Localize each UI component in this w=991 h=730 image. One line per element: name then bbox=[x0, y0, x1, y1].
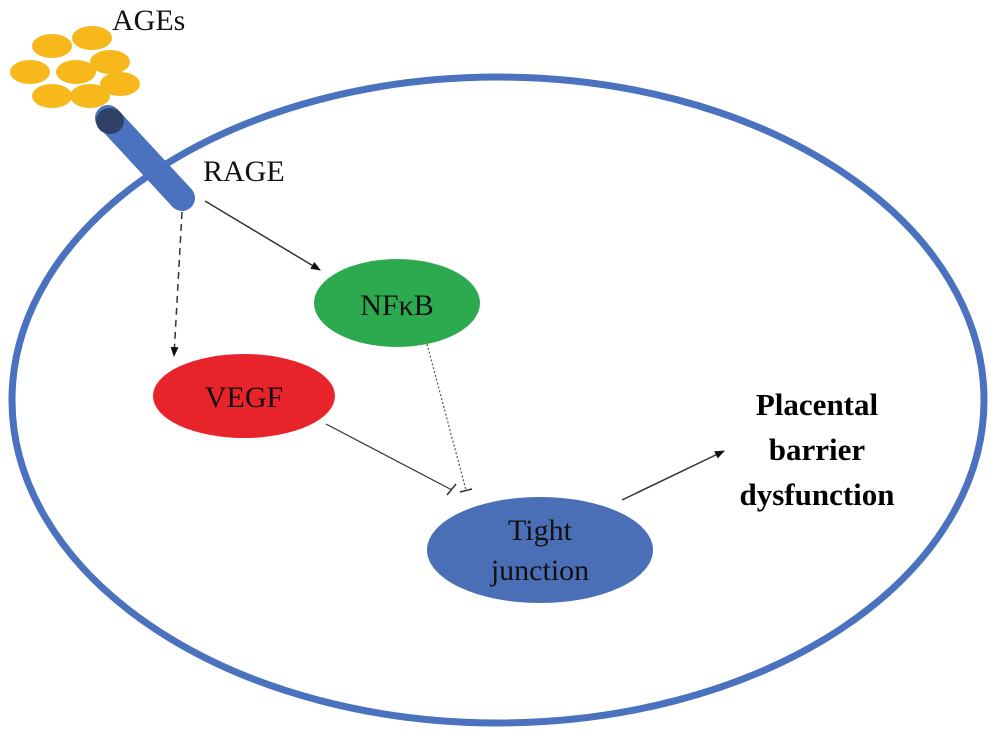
rage-label: RAGE bbox=[203, 155, 285, 188]
outcome-label-line1: Placental bbox=[756, 387, 879, 422]
tight-junction-label-line1: Tight bbox=[508, 514, 573, 547]
outcome-label: Placental barrier dysfunction bbox=[739, 387, 894, 512]
rage-receptor-cap bbox=[96, 108, 124, 134]
arrow-rage-to-vegf bbox=[170, 211, 183, 357]
nfkb-label: NFκB bbox=[360, 289, 433, 322]
inhibit-vegf-to-tight-junction bbox=[325, 423, 453, 491]
nfkb-node bbox=[314, 259, 480, 347]
ages-particle bbox=[70, 84, 110, 108]
vegf-node bbox=[153, 354, 335, 438]
arrow-tight-junction-to-outcome bbox=[621, 450, 725, 501]
ages-particle bbox=[100, 72, 140, 96]
tight-junction-label-line2: junction bbox=[490, 554, 589, 587]
ages-label: AGEs bbox=[112, 4, 185, 37]
ages-particle bbox=[32, 84, 72, 108]
outcome-label-line2: barrier bbox=[769, 432, 866, 467]
ages-particle bbox=[56, 60, 96, 84]
outcome-label-line3: dysfunction bbox=[739, 477, 894, 512]
inhibit-nfkb-to-tight-junction bbox=[426, 343, 467, 491]
inhibit-bar-nfkb bbox=[459, 488, 473, 493]
rage-receptor-body bbox=[95, 105, 195, 211]
ages-cluster bbox=[10, 26, 140, 108]
cell-membrane bbox=[8, 73, 988, 727]
vegf-label: VEGF bbox=[205, 381, 283, 414]
ages-particle bbox=[90, 50, 130, 74]
arrow-rage-to-nfkb bbox=[204, 200, 321, 271]
tight-junction-node bbox=[427, 497, 653, 603]
ages-particle bbox=[32, 34, 72, 58]
inhibit-bar-vegf bbox=[446, 483, 457, 496]
rage-receptor bbox=[95, 105, 195, 211]
ages-particle bbox=[72, 26, 112, 50]
ages-particle bbox=[10, 60, 50, 84]
